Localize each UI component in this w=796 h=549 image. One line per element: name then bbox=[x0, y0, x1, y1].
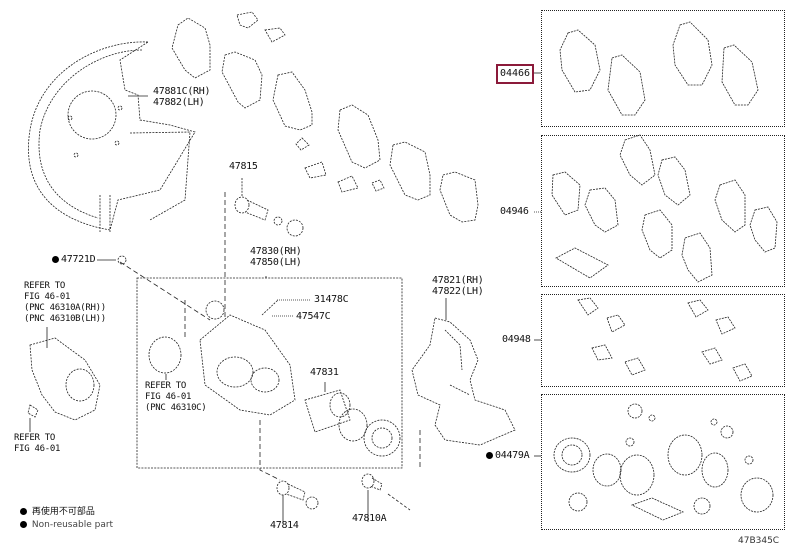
ref-knuckle-line3: (PNC 46310A(RH)) bbox=[24, 303, 106, 313]
ref-bolt-line1: REFER TO bbox=[14, 433, 55, 443]
label-caliper-rh[interactable]: 47830(RH) bbox=[250, 246, 302, 257]
kit-box-pad-support bbox=[541, 135, 785, 287]
label-caliper-lh[interactable]: 47850(LH) bbox=[250, 257, 302, 268]
non-reusable-dot-icon bbox=[20, 521, 27, 528]
ref-knuckle-line4: (PNC 46310B(LH)) bbox=[24, 314, 106, 324]
label-kit-seal[interactable]: 04479A bbox=[486, 450, 530, 461]
figure-id: 47B345C bbox=[738, 536, 780, 546]
kit-box-pads bbox=[541, 10, 785, 127]
non-reusable-dot-icon bbox=[52, 255, 59, 263]
label-bleeder-cap[interactable]: 31478C bbox=[314, 294, 349, 305]
bolt-47721d-drawing bbox=[117, 255, 127, 265]
label-dust-cover-lh[interactable]: 47882(LH) bbox=[153, 97, 205, 108]
dust-cover-drawing bbox=[28, 41, 196, 232]
label-kit-clips[interactable]: 04948 bbox=[502, 334, 531, 345]
kit-box-seal bbox=[541, 394, 785, 530]
ref-knuckle-line1: REFER TO bbox=[24, 281, 65, 291]
non-reusable-dot-icon bbox=[20, 508, 27, 515]
label-bleeder-plug[interactable]: 47547C bbox=[296, 311, 331, 322]
legend-line-japanese: 再使用不可部品 bbox=[20, 506, 95, 519]
non-reusable-dot-icon bbox=[486, 451, 493, 459]
label-bolt-47721d[interactable]: 47721D bbox=[52, 254, 96, 265]
bottom-bolt-drawings bbox=[259, 420, 411, 523]
seal-ring-drawing bbox=[148, 336, 182, 374]
clip-drawings bbox=[236, 11, 385, 193]
highlighted-part-04466[interactable]: 04466 bbox=[496, 64, 534, 84]
kit-box-clips bbox=[541, 294, 785, 387]
caliper-drawing bbox=[199, 299, 296, 416]
brake-pad-drawings bbox=[171, 17, 479, 223]
knuckle-drawing bbox=[27, 337, 101, 421]
ref-seal-line1: REFER TO bbox=[145, 381, 186, 391]
ref-knuckle-line2[interactable]: FIG 46-01 bbox=[24, 292, 71, 302]
piston-drawing bbox=[304, 389, 401, 457]
ref-seal-line3: (PNC 46310C) bbox=[145, 403, 207, 413]
ref-bolt-line2[interactable]: FIG 46-01 bbox=[14, 444, 61, 454]
label-pin-bolt-bottom[interactable]: 47814 bbox=[270, 520, 299, 531]
label-mounting-lh[interactable]: 47822(LH) bbox=[432, 286, 484, 297]
label-dust-cover-rh[interactable]: 47881C(RH) bbox=[153, 86, 211, 97]
ref-seal-line2[interactable]: FIG 46-01 bbox=[145, 392, 192, 402]
label-kit-pad-support[interactable]: 04946 bbox=[500, 206, 529, 217]
label-mounting-rh[interactable]: 47821(RH) bbox=[432, 275, 484, 286]
mounting-bracket-drawing bbox=[411, 317, 516, 470]
legend-line-english: Non-reusable part bbox=[20, 519, 113, 532]
label-union-bolt[interactable]: 47810A bbox=[352, 513, 387, 524]
label-piston[interactable]: 47831 bbox=[310, 367, 339, 378]
pin-bolt-drawing bbox=[234, 178, 304, 237]
label-pin-bolt-top[interactable]: 47815 bbox=[229, 161, 258, 172]
